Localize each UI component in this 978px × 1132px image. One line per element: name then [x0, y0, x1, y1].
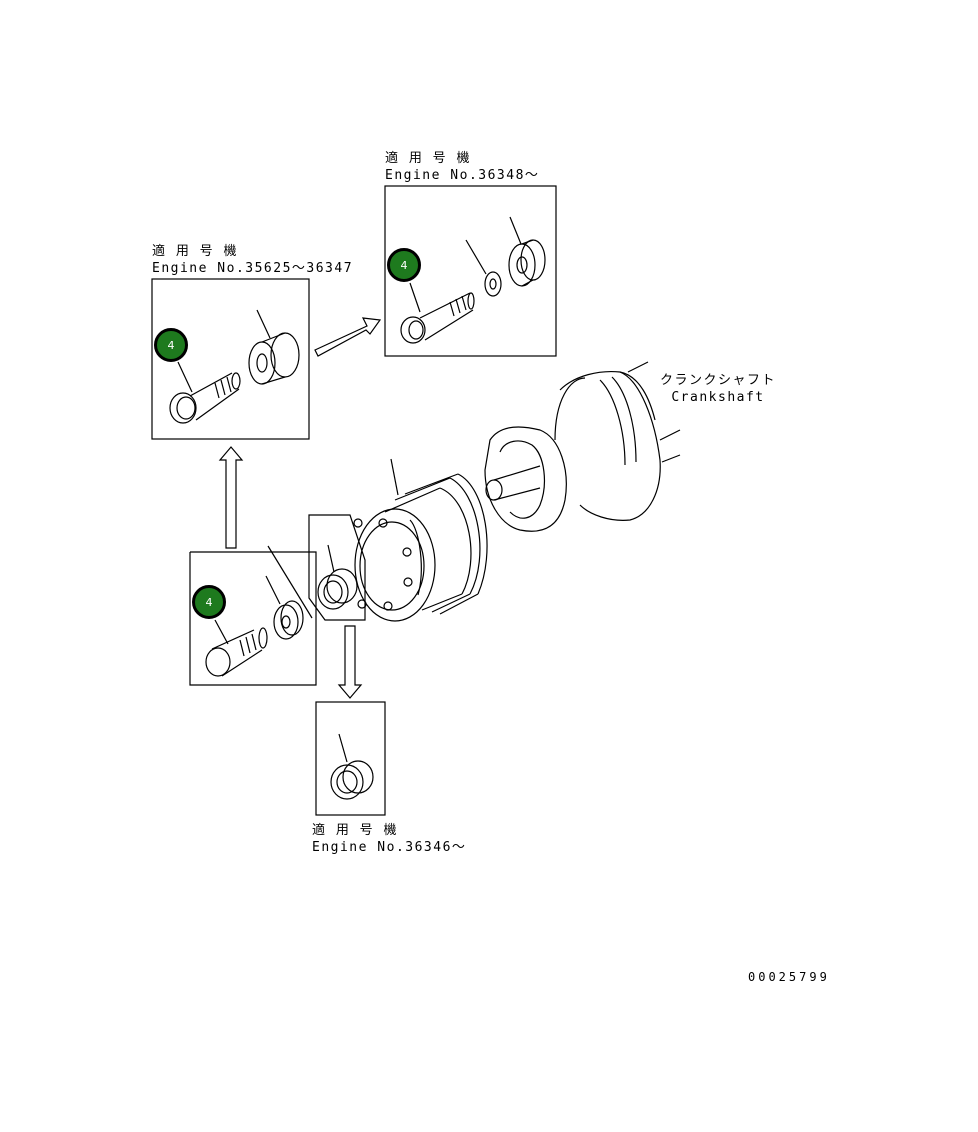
inset-box-lower-left: [189, 551, 317, 686]
leader-lower-left-to-center: [267, 545, 313, 619]
callout-upper-left: 適 用 号 機 Engine No.35625～36347: [152, 243, 353, 277]
crankshaft-label-en: Crankshaft: [671, 390, 765, 405]
leader-spacer-center: [327, 544, 335, 573]
leader-spacer-top-right: [509, 216, 522, 245]
leader-washer-top-right: [465, 239, 487, 275]
part-badge-upper-left[interactable]: 4: [154, 328, 188, 362]
leader-badge-lower-left: [214, 619, 229, 645]
arrow-down-bottom: [337, 625, 363, 699]
leader-badge-upper-left: [177, 361, 193, 393]
leader-spacer-upper-left: [256, 309, 271, 339]
leader-spacer-bottom: [338, 733, 348, 763]
bolt-lower-left: [205, 627, 268, 677]
callout-top-right: 適 用 号 機 Engine No.36348～: [385, 150, 539, 184]
inset-box-upper-left: [151, 278, 310, 440]
callout-bottom-engine: Engine No.36346～: [312, 840, 467, 855]
leader-badge-top-right: [409, 282, 421, 313]
spacer-bottom: [330, 760, 374, 800]
washer-top-right: [484, 271, 502, 297]
arrow-up-left: [218, 446, 244, 549]
arrow-right-upper: [314, 317, 382, 357]
part-badge-lower-left[interactable]: 4: [192, 585, 226, 619]
leader-pulley: [390, 458, 399, 496]
part-badge-top-right[interactable]: 4: [387, 248, 421, 282]
callout-bottom: 適 用 号 機 Engine No.36346～: [312, 822, 466, 856]
leader-washer-lower-left: [265, 575, 281, 605]
crankshaft-label-jp: クランクシャフト: [660, 373, 777, 388]
spacer-upper-left: [248, 332, 300, 385]
document-number: 00025799: [748, 970, 830, 984]
bolt-top-right: [400, 292, 475, 344]
bolt-upper-left: [169, 372, 241, 424]
inset-box-top-right: [384, 185, 557, 357]
spacer-center: [317, 568, 358, 610]
crankshaft-label: クランクシャフト Crankshaft: [660, 372, 776, 406]
callout-top-right-engine: Engine No.36348～: [385, 168, 540, 183]
leader-crankshaft: [627, 361, 649, 373]
callout-upper-left-engine: Engine No.35625～36347: [152, 261, 354, 276]
callout-upper-left-title: 適 用 号 機: [152, 244, 238, 259]
inset-box-center: [308, 514, 366, 621]
crankshaft-pulley: [353, 473, 488, 622]
inset-box-bottom: [315, 701, 386, 816]
washer-lower-left: [273, 600, 304, 640]
spacer-top-right: [508, 239, 546, 287]
callout-bottom-title: 適 用 号 機: [312, 823, 398, 838]
callout-top-right-title: 適 用 号 機: [385, 151, 471, 166]
crankshaft: [484, 370, 681, 532]
